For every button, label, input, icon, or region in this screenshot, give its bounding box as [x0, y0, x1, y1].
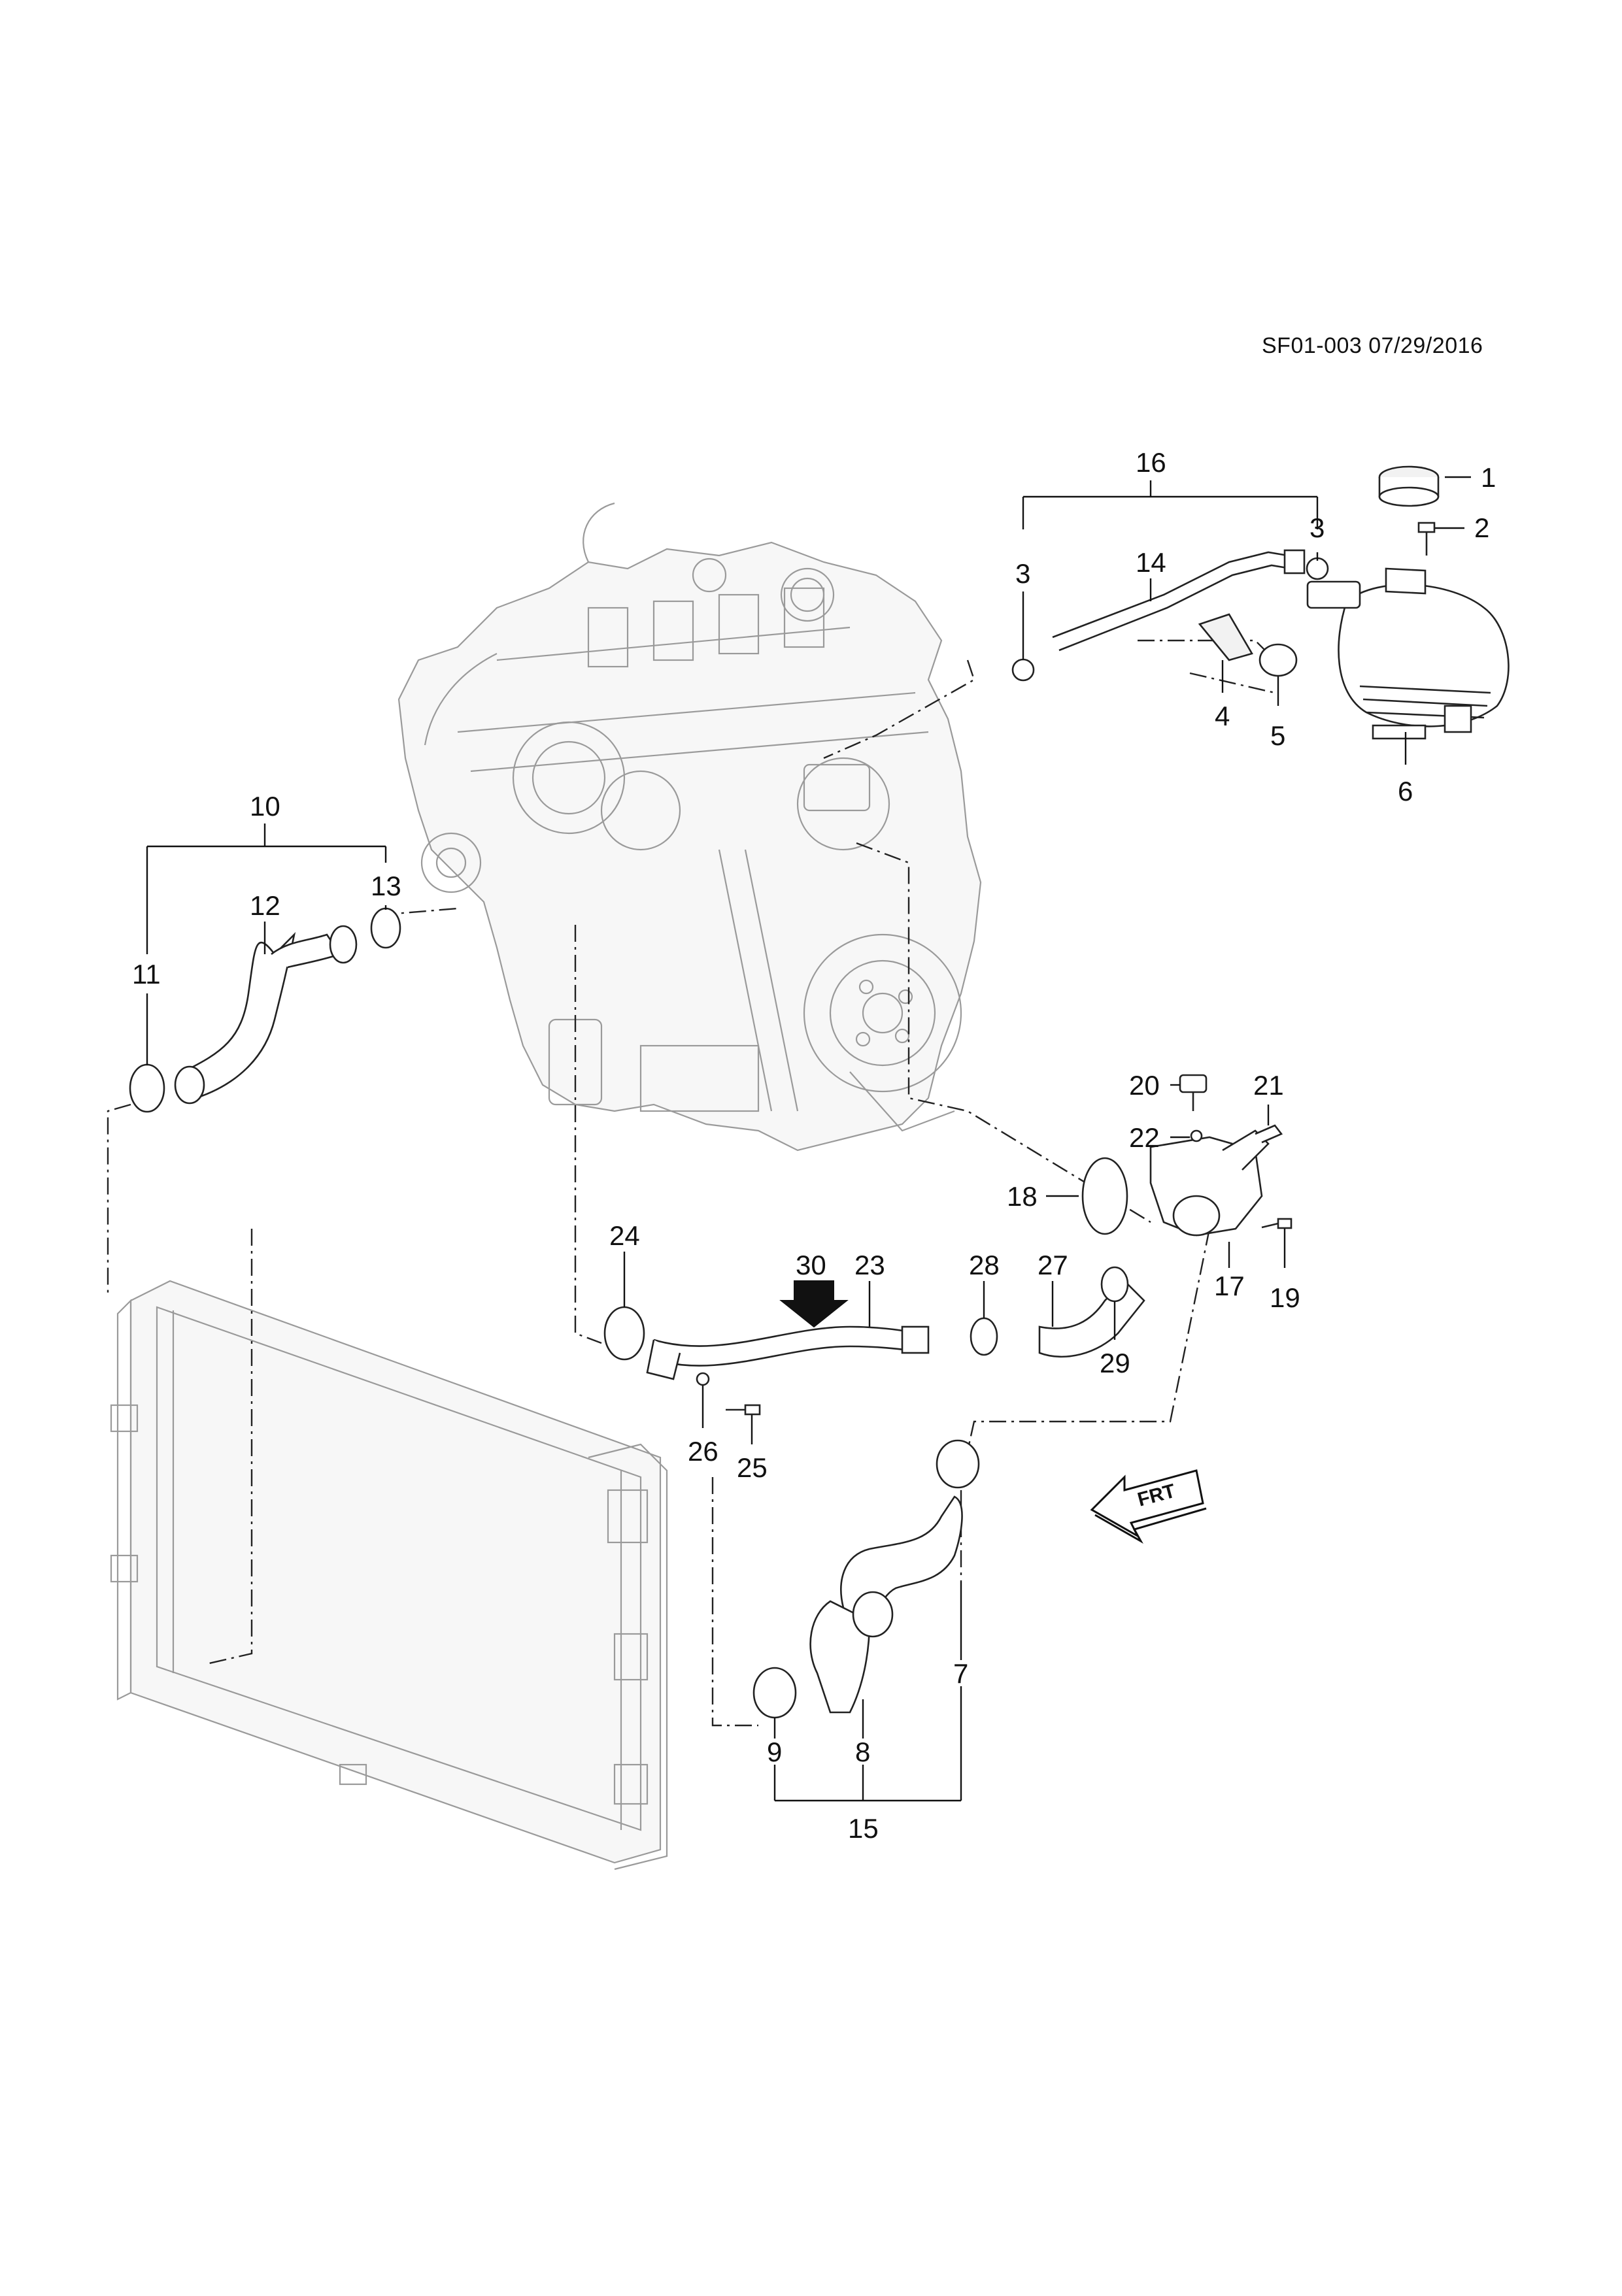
hose-clamp-28: [970, 1317, 998, 1356]
callout-26: 26: [688, 1436, 718, 1467]
hose-clamp-3-lower: [1011, 658, 1035, 682]
callout-1: 1: [1481, 462, 1496, 493]
lower-radiator-hose: [809, 1495, 963, 1714]
down-arrow-icon: [779, 1280, 849, 1328]
callout-27: 27: [1038, 1250, 1068, 1280]
callout-11: 11: [132, 959, 161, 990]
document-code: SF01-003 07/29/2016: [1262, 333, 1483, 358]
callout-20: 20: [1129, 1070, 1160, 1101]
callout-21: 21: [1253, 1070, 1284, 1101]
radiator-illustration: [110, 1280, 668, 1871]
coolant-pipe: [646, 1325, 930, 1380]
reservoir-cap: [1378, 465, 1440, 507]
housing-bolt: [1261, 1218, 1293, 1229]
short-hose-4: [1198, 613, 1253, 661]
callout-12: 12: [250, 890, 280, 921]
callout-7: 7: [953, 1658, 968, 1689]
callout-28: 28: [969, 1250, 1000, 1280]
pipe-bolt-25: [726, 1404, 761, 1416]
pipe-washer-26: [696, 1372, 710, 1386]
callout-8: 8: [855, 1737, 870, 1767]
callout-6: 6: [1398, 776, 1413, 807]
leader-lines: [146, 476, 1471, 1802]
callout-15: 15: [848, 1813, 879, 1844]
callout-3-upper: 3: [1309, 512, 1325, 543]
thermostat-gasket: [1081, 1157, 1128, 1235]
hose-27: [1038, 1280, 1145, 1358]
upper-radiator-hose: [174, 925, 358, 1105]
thermostat-housing: [1149, 1129, 1270, 1237]
callout-22: 22: [1129, 1122, 1160, 1153]
hose-clamp-11: [129, 1063, 165, 1113]
engine-illustration: [397, 502, 982, 1152]
pipe-gasket: [603, 1306, 645, 1361]
callout-23: 23: [854, 1250, 885, 1280]
callout-19: 19: [1270, 1282, 1300, 1313]
callout-labels: 1 2 3 3 4 5 6 7 8 9 10 11 12 13 14 15 16…: [132, 447, 1496, 1844]
callout-18: 18: [1007, 1181, 1038, 1212]
overflow-hose: [1052, 549, 1306, 652]
callout-10: 10: [250, 791, 280, 822]
hose-clamp-13: [370, 907, 401, 949]
o-ring-seal: [1190, 1129, 1203, 1142]
hose-clamp-29: [1100, 1266, 1129, 1303]
callout-14: 14: [1136, 547, 1166, 578]
callout-4: 4: [1215, 701, 1230, 731]
coolant-reservoir: [1306, 567, 1510, 740]
callout-24: 24: [609, 1220, 640, 1251]
callout-17: 17: [1214, 1271, 1245, 1301]
callout-2: 2: [1474, 512, 1489, 543]
callout-13: 13: [371, 871, 401, 901]
callout-29: 29: [1100, 1348, 1130, 1378]
callout-25: 25: [737, 1452, 768, 1483]
hose-clamp-7: [936, 1439, 980, 1489]
front-direction-arrow-icon: FRT: [1090, 1469, 1207, 1544]
callout-5: 5: [1270, 720, 1285, 751]
reservoir-bolt: [1417, 522, 1436, 556]
callout-16: 16: [1136, 447, 1166, 478]
callout-9: 9: [767, 1737, 782, 1767]
hose-clamp-3-upper: [1306, 557, 1329, 580]
hose-clamp-9: [752, 1667, 797, 1719]
retaining-clip: [1255, 1124, 1283, 1144]
hose-clamp-5: [1259, 643, 1298, 677]
callout-30: 30: [796, 1250, 826, 1280]
temperature-sensor: [1179, 1074, 1208, 1111]
callout-3-lower: 3: [1015, 558, 1030, 589]
